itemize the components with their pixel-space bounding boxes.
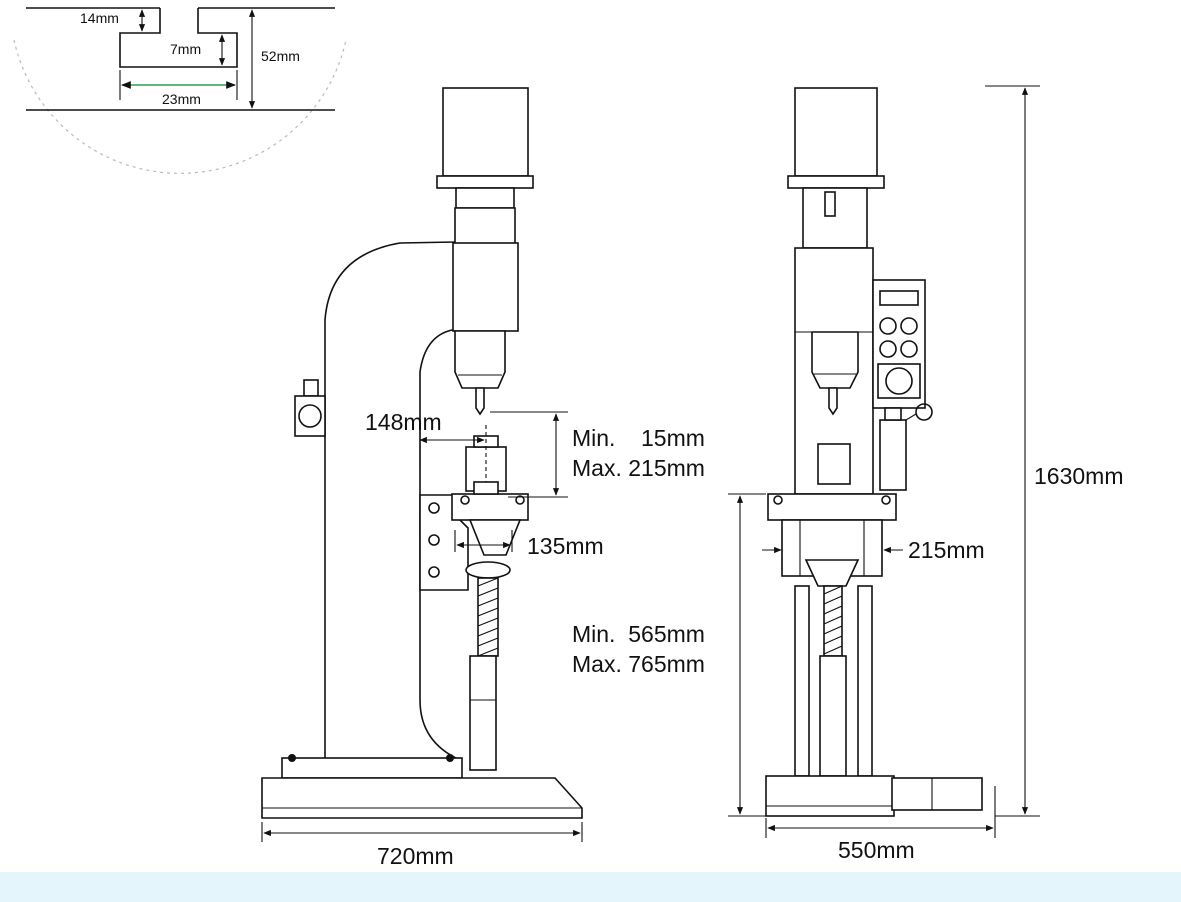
dim-label-135mm: 135mm [527,533,604,559]
bracket-bolt [428,534,440,546]
c-frame-column [324,207,516,761]
screw-thread [477,577,499,657]
front-view: 215mm 1630mm 550mm [728,85,1123,863]
dim-label-stroke-min: Min. 15mm [572,425,705,451]
spindle-gauge [824,191,836,217]
table-support-cone [804,559,860,587]
pressure-gauge [915,403,933,421]
work-table [767,493,897,521]
screw-collar [465,561,511,579]
base-plinth [281,757,463,779]
rivet-tool [475,387,485,416]
rivet-tool [828,387,838,416]
dim-label-148mm: 148mm [365,409,442,435]
bottom-tint-strip [0,872,1181,902]
dim-label-23mm: 23mm [162,91,201,107]
base-bolt [446,754,454,762]
lever-knob-body [294,395,326,437]
gear-icon [900,340,918,358]
dim-label-720mm: 720mm [377,843,454,869]
bracket-bolt [428,566,440,578]
screw-thread [823,585,843,655]
motor-flange [787,175,885,189]
digital-display [879,290,919,306]
gear-icon [879,317,897,335]
support-post [819,655,847,777]
foot-pedal [891,777,983,811]
support-post [469,655,497,771]
table-bolt [773,495,783,505]
dim-label-stroke-max: Max. 215mm [572,455,705,481]
table-bolt [881,495,891,505]
dim-label-52mm: 52mm [261,48,300,64]
t-slot-detail: 14mm 7mm 52mm 23mm [13,7,347,174]
dim-label-215mm: 215mm [908,537,985,563]
dim-label-1630mm: 1630mm [1034,463,1123,489]
regulator-cap [884,407,902,421]
side-view: 148mm Min. 15mm Max. 215mm 135mm 720mm [261,87,705,869]
motor-housing [442,87,529,177]
dim-label-work-height-max: Max. 765mm [572,651,705,677]
table-bolt [460,495,470,505]
anvil-clamp [473,481,499,495]
work-table [451,493,529,521]
gauge-stem [905,413,917,421]
lever-knob-circle [298,404,322,428]
t-slot-profile [119,8,238,68]
dim-label-550mm: 550mm [838,837,915,863]
spindle-lower-body [454,330,506,389]
anvil-block [817,443,851,485]
dim-label-work-height-min: Min. 565mm [572,621,705,647]
dim-label-7mm: 7mm [170,41,201,57]
dim-label-14mm: 14mm [80,10,119,26]
lift-screw [823,585,843,657]
motor-flange [436,175,534,189]
gear-icon [900,317,918,335]
motor-neck [455,187,515,209]
base-bolt [288,754,296,762]
lever-knob-cap [303,379,319,397]
base-plate [261,777,583,819]
motor-housing [794,87,878,177]
air-regulator [879,419,907,491]
pressure-dial-box [877,363,921,399]
spindle-head [452,242,519,332]
gear-icon [879,340,897,358]
spindle-lower-body [811,331,859,389]
guide-rail [857,585,873,777]
guide-rail [794,585,810,777]
pressure-dial [885,367,913,395]
table-bolt [515,495,525,505]
bracket-bolt [428,502,440,514]
base-plate [765,775,895,817]
